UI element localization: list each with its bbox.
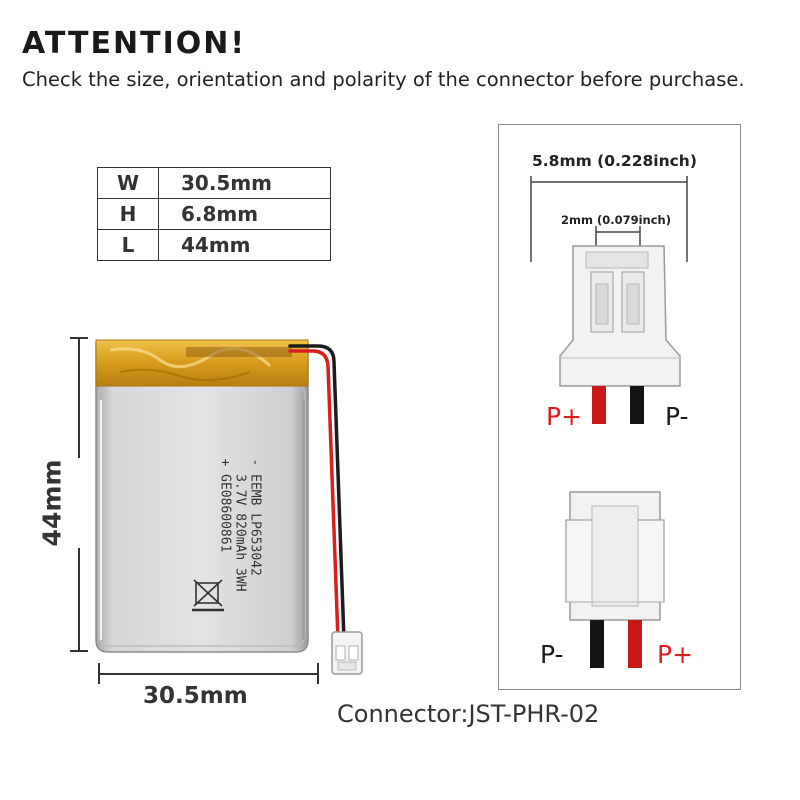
width-dimension-line (98, 663, 319, 684)
polarity-negative-bottom: P- (540, 640, 564, 669)
battery-print-line: - EEMB LP653042 (247, 458, 263, 576)
spec-value: 30.5mm (158, 167, 331, 199)
spec-row-width: W 30.5mm (97, 167, 331, 199)
battery-label-print: - EEMB LP653042 3.7V 820mAh 3WH+ GE08600… (150, 458, 330, 591)
battery-print-lines: - EEMB LP653042 3.7V 820mAh 3WH+ GE08600… (218, 458, 263, 591)
spec-table: W 30.5mm H 6.8mm L 44mm (97, 167, 331, 261)
width-label: 30.5mm (143, 683, 248, 709)
connector-width-label: 5.8mm (0.228inch) (532, 152, 697, 170)
battery-cell (95, 343, 309, 653)
length-label: 44mm (22, 458, 82, 548)
spec-row-height: H 6.8mm (97, 198, 331, 230)
battery-lead-wires (288, 344, 346, 642)
polarity-positive-top: P+ (546, 402, 583, 431)
spec-value: 44mm (158, 229, 331, 261)
page-subtitle: Check the size, orientation and polarity… (22, 68, 745, 91)
spec-key: H (97, 198, 159, 230)
crossed-bin-icon (192, 579, 224, 612)
spec-row-length: L 44mm (97, 229, 331, 261)
length-dimension-line (70, 337, 88, 652)
connector-back-view (565, 491, 665, 668)
spec-key: L (97, 229, 159, 261)
spec-value: 6.8mm (158, 198, 331, 230)
page-title: ATTENTION! (22, 26, 247, 61)
length-text: 44mm (37, 459, 67, 547)
insulation-tape (95, 339, 309, 387)
polarity-positive-bottom: P+ (657, 640, 694, 669)
connector-top-view (530, 176, 688, 424)
pin-pitch-label: 2mm (0.079inch) (561, 213, 671, 227)
polarity-negative-top: P- (665, 402, 689, 431)
battery-print-line: 3.7V 820mAh 3WH (232, 458, 248, 592)
battery-connector (331, 631, 363, 675)
connector-detail-panel (498, 124, 741, 690)
connector-type-label: Connector:JST-PHR-02 (337, 700, 600, 728)
battery-print-line: + GE08600861 (217, 458, 233, 553)
